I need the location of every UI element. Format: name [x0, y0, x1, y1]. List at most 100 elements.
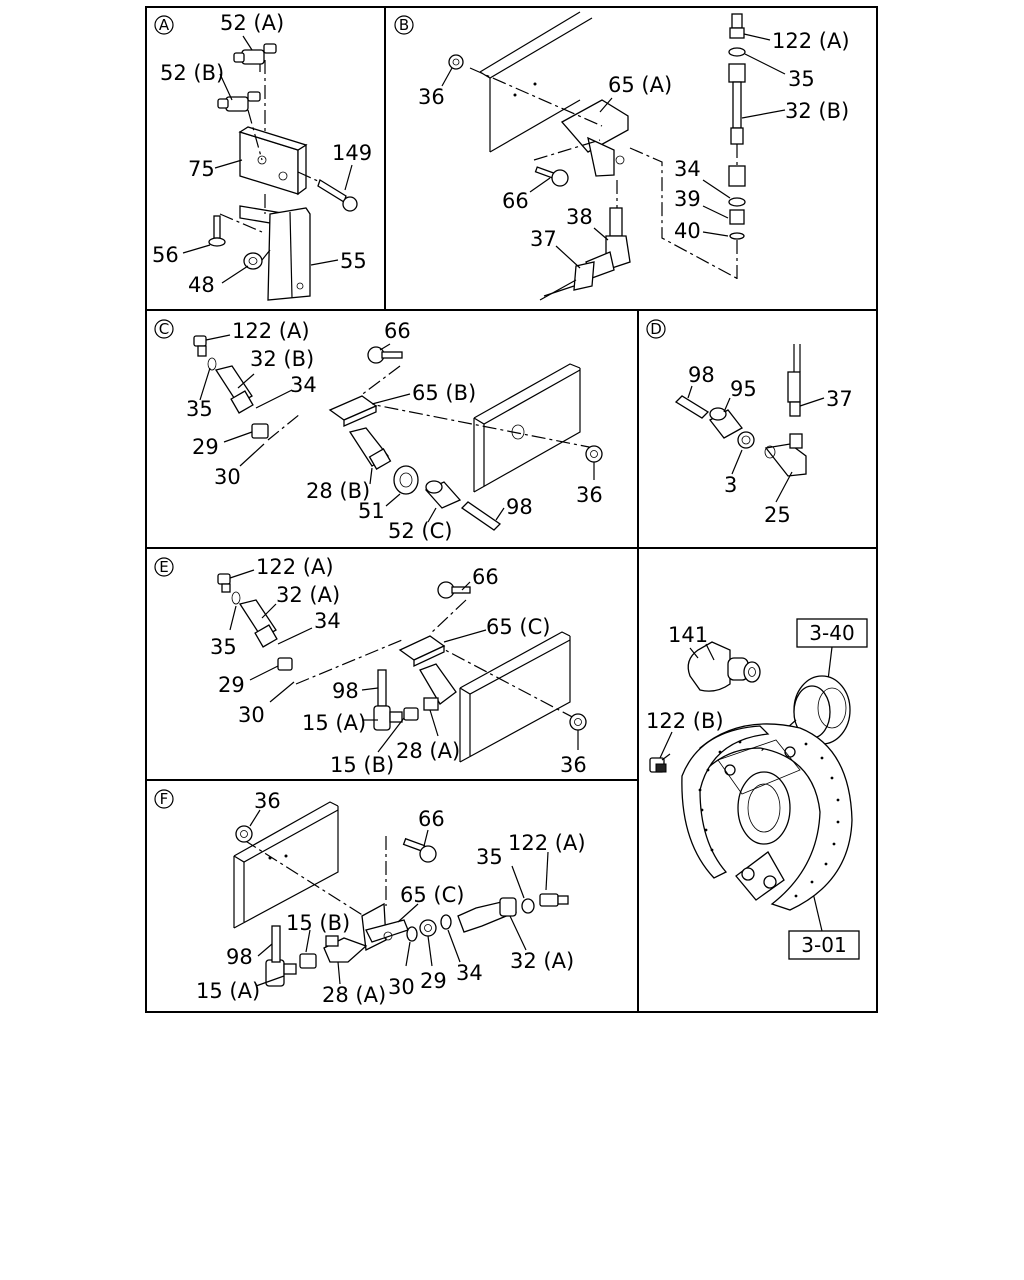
panel-b-leaders — [441, 33, 786, 269]
label-98-c: 98 — [506, 495, 533, 519]
panel-a: A — [152, 11, 372, 301]
label-122a-e: 122 (A) — [256, 555, 334, 579]
washer-30-f-drawing — [406, 926, 418, 942]
fitting-15b-f-drawing — [299, 953, 317, 969]
elbow-141-drawing — [687, 641, 761, 692]
fitting-52a-drawing — [233, 43, 277, 72]
label-38: 38 — [566, 205, 593, 229]
fitting-32a-f-drawing — [457, 897, 517, 933]
label-66-e: 66 — [472, 565, 499, 589]
bracket-65c-f-drawing — [361, 902, 409, 951]
label-66-f: 66 — [418, 807, 445, 831]
label-66-c: 66 — [384, 319, 411, 343]
panel-c-leaders — [199, 334, 595, 523]
ref-3-01: 3-01 — [801, 933, 846, 957]
label-15b-e: 15 (B) — [330, 753, 394, 777]
label-48: 48 — [188, 273, 215, 297]
bolt-66-f-drawing — [385, 836, 437, 906]
label-98-e: 98 — [332, 679, 359, 703]
label-35-f: 35 — [476, 845, 503, 869]
label-29-e: 29 — [218, 673, 245, 697]
panel-e-id-marker: E — [154, 557, 174, 577]
tee-28a-e-drawing — [419, 663, 457, 711]
label-28a-f: 28 (A) — [322, 983, 386, 1007]
fitting-122a-f-drawing — [539, 893, 569, 907]
panel-d-id-marker: D — [646, 319, 666, 339]
panel-a-leaders — [182, 35, 353, 284]
label-36-c: 36 — [576, 483, 603, 507]
rod-98-d-drawing — [674, 395, 710, 419]
label-98-f: 98 — [226, 945, 253, 969]
label-34-f: 34 — [456, 961, 483, 985]
label-32b: 32 (B) — [785, 99, 849, 123]
label-122b: 122 (B) — [646, 709, 724, 733]
label-37-d: 37 — [826, 387, 853, 411]
nut-36-c-drawing — [585, 445, 603, 463]
panel-c-id: C — [159, 320, 169, 338]
label-55: 55 — [340, 249, 367, 273]
nut-36-f-drawing — [235, 825, 253, 843]
tee-15a-f-drawing — [265, 959, 297, 987]
bracket-65b-drawing — [328, 395, 378, 427]
washer-35-f-drawing — [521, 898, 535, 914]
label-36-f: 36 — [254, 789, 281, 813]
panel-d-leaders — [687, 385, 825, 503]
panel-f-leaders — [249, 809, 549, 987]
label-15a-f: 15 (A) — [196, 979, 260, 1003]
label-122a-f: 122 (A) — [508, 831, 586, 855]
label-122a-c: 122 (A) — [232, 319, 310, 343]
label-51: 51 — [358, 499, 385, 523]
label-52b: 52 (B) — [160, 61, 224, 85]
sleeve-52c-drawing — [424, 480, 462, 509]
label-141: 141 — [668, 623, 708, 647]
panel-e-id: E — [159, 558, 168, 576]
panel-f-id: F — [160, 790, 169, 808]
label-65c-f: 65 (C) — [400, 883, 464, 907]
panel-d: D 98 95 — [646, 319, 853, 527]
label-75: 75 — [188, 157, 215, 181]
label-34-e: 34 — [314, 609, 341, 633]
nut-36-drawing — [448, 54, 464, 70]
label-30-c: 30 — [214, 465, 241, 489]
tee-15a-e-drawing — [373, 705, 403, 731]
panel-f-id-marker: F — [154, 789, 174, 809]
label-34-c: 34 — [290, 373, 317, 397]
label-35-e: 35 — [210, 635, 237, 659]
seal-51-drawing — [393, 465, 419, 495]
washer-34-f-drawing — [440, 914, 452, 930]
nut-36-e-drawing — [569, 713, 587, 731]
bolt-66-drawing — [534, 166, 569, 187]
pipe-assembly-drawing — [728, 13, 746, 280]
label-122a: 122 (A) — [772, 29, 850, 53]
panel-e-leaders — [229, 569, 579, 753]
panel-a-id-marker: A — [154, 15, 174, 35]
bracket-65a-drawing — [469, 67, 741, 281]
nut-29-f-drawing — [419, 919, 437, 937]
label-40: 40 — [674, 219, 701, 243]
label-28a-e: 28 (A) — [396, 739, 460, 763]
label-25: 25 — [764, 503, 791, 527]
sleeve-95-drawing — [709, 407, 743, 439]
panel-f: F — [154, 789, 586, 1007]
label-15a-e: 15 (A) — [302, 711, 366, 735]
bolt-56-drawing — [208, 213, 263, 247]
panel-b-id: B — [399, 16, 409, 34]
label-32a-f: 32 (A) — [510, 949, 574, 973]
elbow-25-drawing — [764, 433, 807, 477]
frame-rail-c-drawing — [359, 363, 595, 493]
frame-rail-drawing — [479, 11, 593, 153]
panel-d-id: D — [650, 320, 662, 338]
brake-assembly-drawing — [681, 723, 853, 911]
label-37: 37 — [530, 227, 557, 251]
label-35: 35 — [788, 67, 815, 91]
panel-b-id-marker: B — [394, 15, 414, 35]
bracket-75-drawing — [238, 60, 308, 196]
fitting-28b-drawing — [348, 427, 392, 470]
fitting-122a-e-drawing — [217, 573, 231, 593]
rivet-dots — [698, 740, 840, 898]
rod-98-e-drawing — [377, 669, 387, 707]
panel-e: E — [154, 555, 587, 777]
panel-b: B — [394, 11, 850, 301]
nut-48-drawing — [243, 249, 271, 270]
